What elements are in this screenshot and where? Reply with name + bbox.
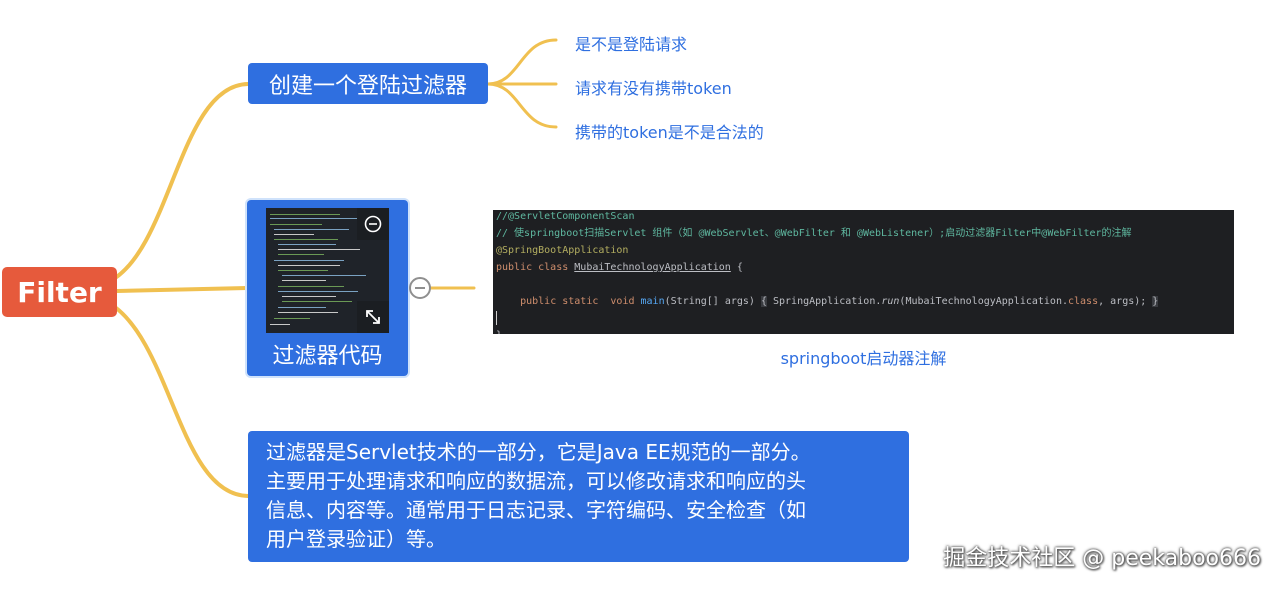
node-filter-code[interactable]: 过滤器代码	[247, 200, 408, 376]
code-line-8: }	[496, 327, 502, 334]
leaf-is-login-request[interactable]: 是不是登陆请求	[575, 35, 688, 54]
leaf-has-token[interactable]: 请求有没有携带token	[575, 79, 732, 98]
node-login-filter[interactable]: 创建一个登陆过滤器	[248, 63, 488, 104]
code-line-6: public static void main(String[] args) {…	[520, 296, 1159, 307]
description-line-4: 用户登录验证）等。	[266, 527, 446, 551]
root-node[interactable]: Filter	[2, 267, 117, 317]
connector-root-code	[115, 286, 249, 293]
connector-login-leaf-1	[486, 38, 558, 86]
root-label: Filter	[17, 275, 102, 309]
code-line-3: @SpringBootApplication	[496, 245, 629, 256]
code-thumbnail-image	[266, 208, 389, 333]
image-caption[interactable]: springboot启动器注解	[780, 349, 947, 368]
minus-circle-icon[interactable]	[357, 208, 389, 240]
text-cursor	[496, 311, 497, 325]
expand-arrows-icon[interactable]	[357, 301, 389, 333]
description-line-1: 过滤器是Servlet技术的一部分，它是Java EE规范的一部分。	[266, 440, 811, 464]
connector-root-login	[110, 82, 250, 282]
code-screenshot-image: //@ServletComponentScan // 使springboot扫描…	[493, 210, 1234, 334]
leaf-token-valid[interactable]: 携带的token是不是合法的	[575, 123, 764, 142]
node-login-filter-label: 创建一个登陆过滤器	[268, 73, 467, 99]
node-description[interactable]: 过滤器是Servlet技术的一部分，它是Java EE规范的一部分。 主要用于处…	[248, 431, 909, 562]
watermark: 掘金技术社区 @ peekaboo666	[943, 546, 1261, 571]
node-filter-code-label: 过滤器代码	[272, 344, 383, 369]
connector-root-desc	[110, 303, 250, 498]
code-line-2: // 使springboot扫描Servlet 组件（如 @WebServlet…	[496, 228, 1132, 239]
code-line-4: public class MubaiTechnologyApplication …	[496, 262, 743, 273]
connector-login-leaf-3	[486, 82, 558, 129]
description-line-2: 主要用于处理请求和响应的数据流，可以修改请求和响应的头	[266, 469, 806, 493]
description-line-3: 信息、内容等。通常用于日志记录、字符编码、安全检查（如	[266, 498, 806, 522]
code-line-1: //@ServletComponentScan	[496, 211, 635, 222]
collapse-toggle-icon[interactable]	[409, 277, 431, 299]
